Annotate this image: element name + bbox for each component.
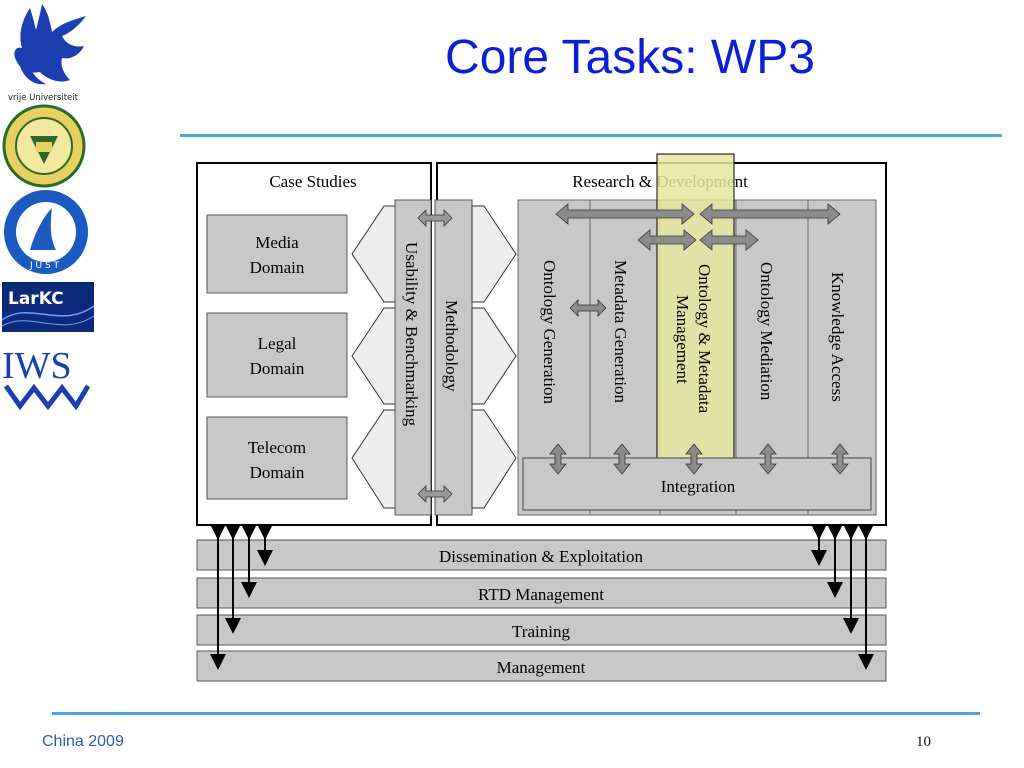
svg-text:Metadata Generation: Metadata Generation xyxy=(611,260,630,404)
svg-text:Domain: Domain xyxy=(250,258,305,277)
svg-text:Domain: Domain xyxy=(250,359,305,378)
diagram-canvas: Case Studies Media Domain Legal Domain T… xyxy=(196,153,887,682)
highlight-box xyxy=(656,153,735,461)
svg-text:Management: Management xyxy=(673,295,692,384)
iws-logo-text: IWS xyxy=(2,345,72,387)
svg-text:Ontology & Metadata: Ontology & Metadata xyxy=(695,264,714,414)
footer-divider xyxy=(52,712,980,715)
svg-text:Management: Management xyxy=(497,658,586,677)
just-university-seal-icon: J U S T xyxy=(4,190,88,274)
southeast-university-seal-icon xyxy=(2,104,86,188)
methodology-link-arrows xyxy=(471,205,517,509)
svg-text:J U S T: J U S T xyxy=(29,261,60,271)
bar-rtd-management: RTD Management xyxy=(196,577,887,609)
svg-text:Training: Training xyxy=(512,622,570,641)
iws-wave-icon xyxy=(3,383,91,411)
title-divider xyxy=(180,134,1002,137)
domain-box-legal: Legal Domain xyxy=(206,312,348,398)
integration-vertical-arrows xyxy=(549,443,849,475)
svg-text:Knowledge Access: Knowledge Access xyxy=(828,272,847,402)
wp3-diagram: Case Studies Media Domain Legal Domain T… xyxy=(190,150,900,690)
left-vertical-arrows xyxy=(210,524,273,670)
right-vertical-arrows xyxy=(811,524,874,670)
case-study-link-arrows xyxy=(351,205,397,509)
case-studies-title: Case Studies xyxy=(269,172,356,191)
domain-box-telecom: Telecom Domain xyxy=(206,416,348,500)
usability-benchmarking-bar xyxy=(394,199,432,516)
bar-management: Management xyxy=(196,650,887,682)
slide-title: Core Tasks: WP3 xyxy=(445,31,815,84)
svg-text:Dissemination & Exploitation: Dissemination & Exploitation xyxy=(439,547,643,566)
vu-griffin-icon xyxy=(14,4,86,85)
svg-text:Legal: Legal xyxy=(258,334,297,353)
svg-text:Telecom: Telecom xyxy=(248,438,306,457)
svg-text:Ontology Generation: Ontology Generation xyxy=(540,260,559,404)
logo-column: vrije Universiteit J U S T LarKC IWS xyxy=(0,0,105,420)
svg-text:Domain: Domain xyxy=(250,463,305,482)
domain-box-media: Media Domain xyxy=(206,214,348,294)
svg-text:Ontology Mediation: Ontology Mediation xyxy=(757,262,776,401)
footer-event: China 2009 xyxy=(42,733,124,750)
svg-text:LarKC: LarKC xyxy=(8,289,64,309)
rd-horizontal-arrows xyxy=(555,203,841,317)
bar-link-arrows xyxy=(417,209,453,503)
bar-training: Training xyxy=(196,614,887,646)
svg-text:Media: Media xyxy=(255,233,299,252)
methodology-label: Methodology xyxy=(442,300,461,392)
usability-benchmarking-label: Usability & Benchmarking xyxy=(402,242,421,427)
bar-dissemination-exploitation: Dissemination & Exploitation xyxy=(196,539,887,571)
svg-text:RTD Management: RTD Management xyxy=(478,585,604,604)
larkc-logo-icon: LarKC xyxy=(1,282,95,332)
page-number: 10 xyxy=(916,734,931,750)
logos-graphic: vrije Universiteit J U S T LarKC IWS xyxy=(1,4,95,411)
vu-caption: vrije Universiteit xyxy=(8,93,79,103)
integration-label: Integration xyxy=(661,477,736,496)
